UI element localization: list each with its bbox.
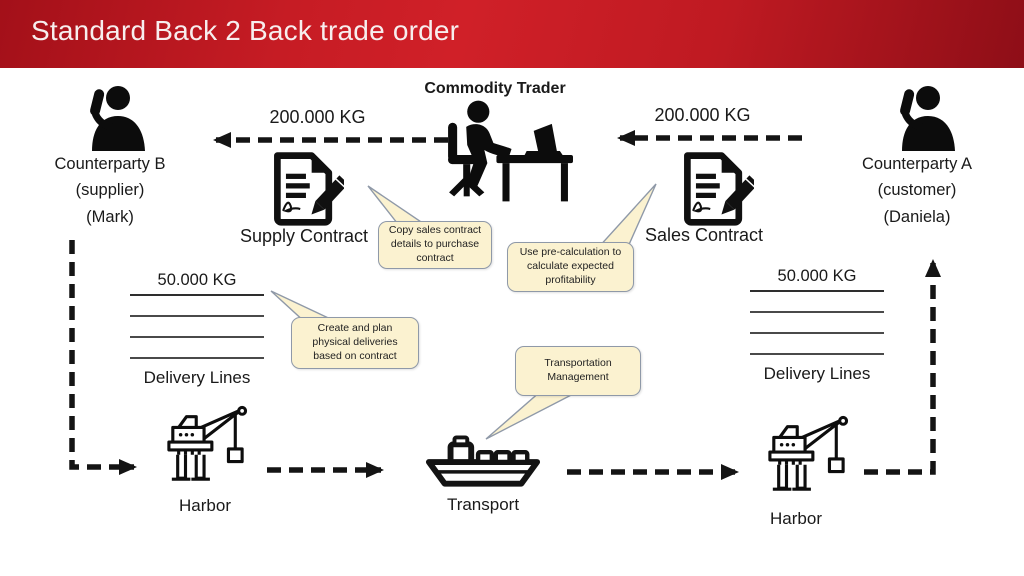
delivery-right-label: Delivery Lines — [763, 364, 871, 383]
harbor-crane-icon-left — [167, 405, 248, 481]
counterparty-a-person: (Daniela) — [883, 207, 951, 226]
supply-qty-label: 200.000 KG — [269, 107, 366, 127]
transport-label: Transport — [446, 495, 520, 514]
counterparty-b-person: (Mark) — [86, 207, 134, 226]
callout-transportation: Transportation Management — [515, 346, 641, 396]
trader-at-desk-icon — [448, 100, 573, 202]
delivery-line — [750, 334, 884, 355]
delivery-left-qty: 50.000 KG — [130, 271, 264, 296]
counterparty-a-name: Counterparty A — [861, 155, 973, 173]
header-bar: Standard Back 2 Back trade order — [0, 0, 1024, 68]
commodity-trader-label: Commodity Trader — [424, 80, 566, 97]
delivery-lines-left: 50.000 KG Delivery Lines — [130, 271, 264, 388]
harbor-right-label: Harbor — [770, 509, 822, 528]
counterparty-a-role: (customer) — [877, 181, 957, 200]
callout-tail-transportation — [485, 390, 580, 440]
delivery-line — [130, 296, 264, 317]
phone-person-icon-customer — [900, 86, 955, 151]
page-title: Standard Back 2 Back trade order — [31, 15, 460, 46]
callout-pre-calculation: Use pre-calculation to calculate expecte… — [507, 242, 634, 292]
delivery-line — [130, 317, 264, 338]
harbor-crane-icon-right — [768, 415, 849, 491]
sales-contract-icon — [684, 152, 754, 226]
arrow-supplier-to-harbor — [69, 240, 137, 475]
supply-contract-icon — [274, 152, 344, 226]
delivery-line — [750, 292, 884, 313]
counterparty-a-label: Counterparty A (customer) (Daniela) — [832, 151, 1002, 230]
delivery-line — [750, 313, 884, 334]
sales-qty-label: 200.000 KG — [654, 105, 751, 125]
phone-person-icon-supplier — [90, 86, 145, 151]
callout-create-plan: Create and plan physical deliveries base… — [291, 317, 419, 369]
delivery-left-label: Delivery Lines — [143, 368, 251, 387]
sales-contract-label: Sales Contract — [644, 225, 764, 245]
counterparty-b-role: (supplier) — [75, 181, 145, 200]
delivery-lines-right: 50.000 KG Delivery Lines — [750, 267, 884, 384]
arrow-harbor-to-customer — [864, 259, 941, 475]
delivery-line — [130, 338, 264, 359]
counterparty-b-name: Counterparty B — [54, 155, 166, 173]
callout-copy-sales: Copy sales contract details to purchase … — [378, 221, 492, 269]
counterparty-b-label: Counterparty B (supplier) (Mark) — [25, 151, 195, 230]
harbor-left-label: Harbor — [179, 496, 231, 515]
cargo-ship-icon — [425, 435, 541, 487]
delivery-right-qty: 50.000 KG — [750, 267, 884, 292]
supply-contract-label: Supply Contract — [239, 226, 369, 246]
